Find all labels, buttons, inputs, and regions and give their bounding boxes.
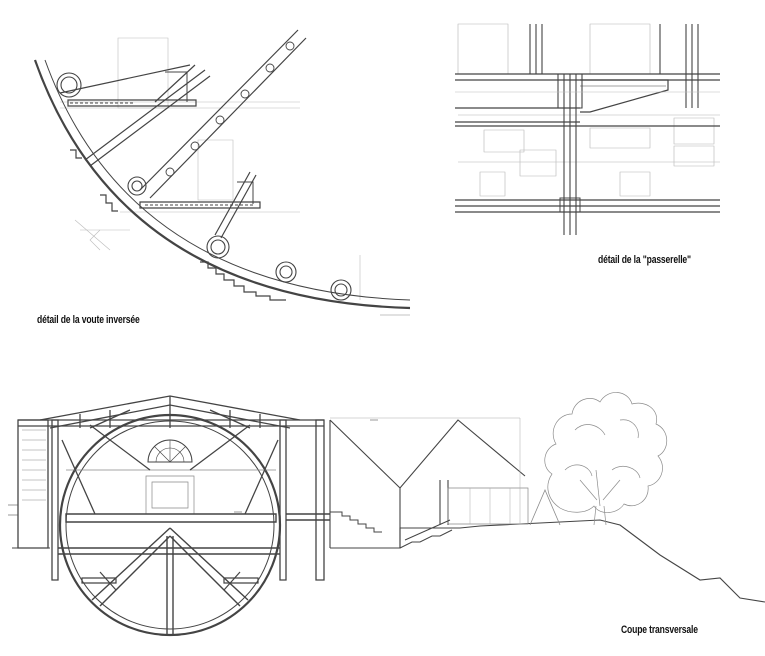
walkway-detail-drawing: [455, 24, 720, 235]
walkway-detail-caption: détail de la "passerelle": [598, 254, 691, 266]
cross-section-caption: Coupe transversale: [621, 624, 698, 636]
vault-detail-drawing: [35, 30, 410, 315]
cross-section-drawing: [8, 392, 765, 635]
vault-detail-caption: détail de la voute inversée: [37, 314, 140, 326]
